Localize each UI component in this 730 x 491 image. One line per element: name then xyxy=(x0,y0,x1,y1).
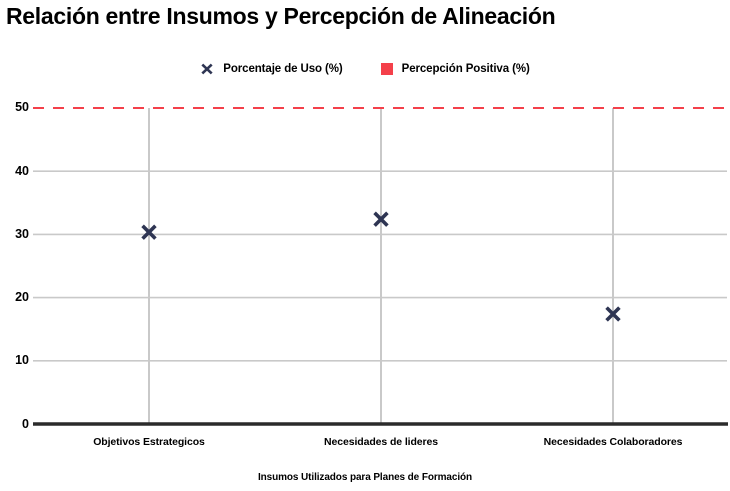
chart-title: Relación entre Insumos y Percepción de A… xyxy=(6,3,556,29)
square-marker-icon xyxy=(380,63,393,75)
legend-item-percepcion-positiva[interactable]: Percepción Positiva (%) xyxy=(380,63,530,75)
legend-label-percepcion-positiva: Percepción Positiva (%) xyxy=(401,63,530,75)
data-point-necesidades-colaboradores[interactable] xyxy=(605,306,621,322)
vertical-gridlines xyxy=(148,108,614,424)
y-tick-50: 50 xyxy=(15,100,29,114)
x-tick-necesidades-de-lideres: Necesidades de lideres xyxy=(324,436,438,448)
x-tick-objetivos-estrategicos: Objetivos Estrategicos xyxy=(93,436,205,448)
chart-legend: Porcentaje de Uso (%) Percepción Positiv… xyxy=(0,62,730,76)
y-tick-10: 10 xyxy=(15,353,29,367)
data-point-necesidades-de-lideres[interactable] xyxy=(373,211,389,227)
y-tick-40: 40 xyxy=(15,164,29,178)
legend-item-porcentaje-de-uso[interactable]: Porcentaje de Uso (%) xyxy=(200,62,343,76)
x-marker-icon xyxy=(201,63,213,75)
y-tick-0: 0 xyxy=(22,417,29,431)
legend-label-porcentaje-de-uso: Porcentaje de Uso (%) xyxy=(223,63,343,75)
y-axis-tick-labels: 50 40 30 20 10 0 xyxy=(0,0,29,491)
x-axis-title: Insumos Utilizados para Planes de Formac… xyxy=(257,472,473,483)
x-tick-necesidades-colaboradores: Necesidades Colaboradores xyxy=(543,436,683,448)
y-tick-30: 30 xyxy=(15,227,29,241)
y-tick-20: 20 xyxy=(15,290,29,304)
data-point-objetivos-estrategicos[interactable] xyxy=(141,224,157,240)
